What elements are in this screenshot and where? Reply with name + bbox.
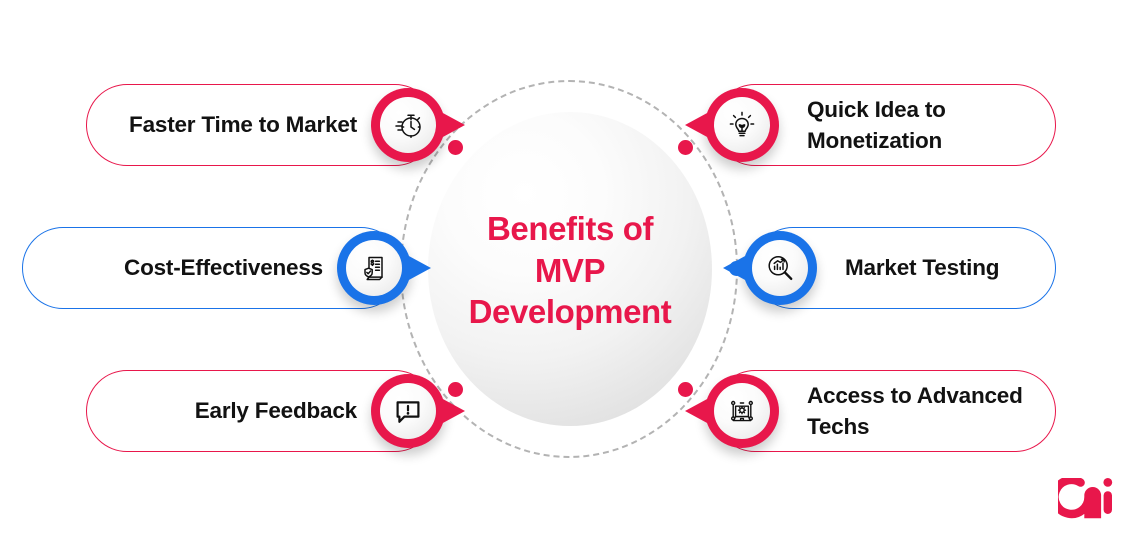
benefit-label: Quick Idea to Monetization	[807, 96, 946, 153]
benefit-icon-badge	[337, 231, 431, 305]
lightbulb-idea-icon	[714, 97, 770, 153]
badge-pointer-tail	[685, 112, 709, 138]
center-hub: Benefits of MVP Development	[400, 80, 740, 460]
stopwatch-icon	[380, 97, 436, 153]
magnifier-chart-icon	[752, 240, 808, 296]
benefit-icon-badge	[371, 88, 465, 162]
connector-dot-top-right	[678, 140, 693, 155]
benefit-icon-badge	[371, 374, 465, 448]
benefit-label: Early Feedback	[194, 398, 357, 424]
brand-mi-logo	[1050, 475, 1116, 520]
benefit-card-access-to-advanced-techs[interactable]: Access to Advanced Techs	[685, 370, 1056, 452]
page-title-line-2: MVP	[534, 251, 606, 289]
connector-dot-top-left	[448, 140, 463, 155]
invoice-shield-icon	[346, 240, 402, 296]
benefit-card-market-testing[interactable]: Market Testing	[723, 227, 1056, 309]
badge-pointer-tail	[441, 398, 465, 424]
benefit-icon-badge	[723, 231, 817, 305]
benefit-icon-badge	[685, 374, 779, 448]
benefit-label: Cost-Effectiveness	[124, 255, 323, 281]
badge-pointer-tail	[685, 398, 709, 424]
benefit-card-early-feedback[interactable]: Early Feedback	[86, 370, 465, 452]
laptop-gear-icon	[714, 383, 770, 439]
badge-pointer-tail	[441, 112, 465, 138]
connector-dot-bottom-left	[448, 382, 463, 397]
speech-bubble-alert-icon	[380, 383, 436, 439]
benefit-label: Faster Time to Market	[129, 112, 357, 138]
benefit-card-quick-idea-to-monetization[interactable]: Quick Idea to Monetization	[685, 84, 1056, 166]
benefit-icon-badge	[685, 88, 779, 162]
benefit-label: Market Testing	[845, 255, 1000, 281]
benefit-label: Access to Advanced Techs	[807, 382, 1023, 439]
connector-dot-bottom-right	[678, 382, 693, 397]
badge-pointer-tail	[723, 255, 747, 281]
page-title-line-3: Development	[468, 293, 672, 331]
badge-pointer-tail	[407, 255, 431, 281]
page-title: Benefits of MVP Development	[400, 208, 740, 333]
center-sphere	[428, 112, 712, 426]
page-title-line-1: Benefits of	[486, 210, 654, 247]
benefit-card-faster-time-to-market[interactable]: Faster Time to Market	[86, 84, 465, 166]
benefit-card-cost-effectiveness[interactable]: Cost-Effectiveness	[22, 227, 431, 309]
